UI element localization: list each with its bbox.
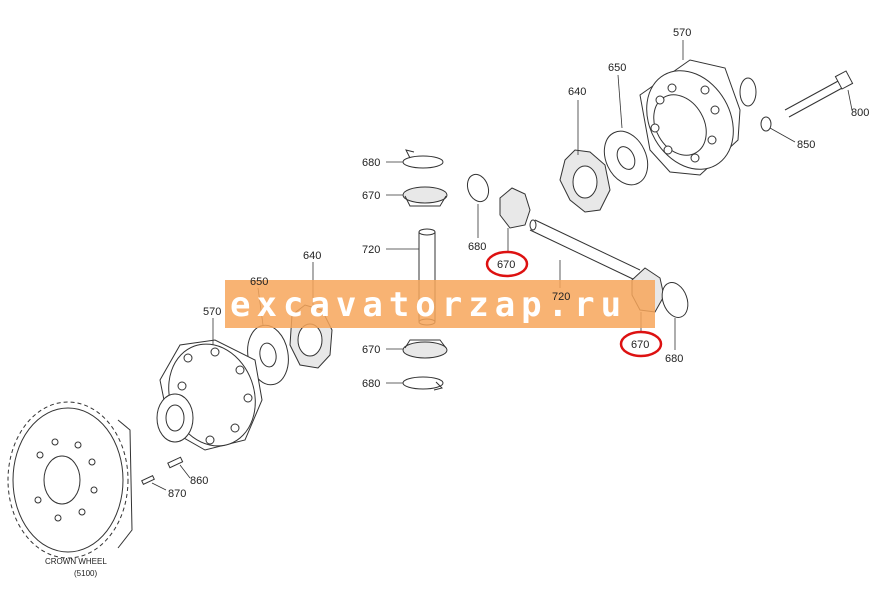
washer-680-bottom (402, 376, 444, 391)
washer-850 (760, 116, 772, 132)
label-870: 870 (168, 488, 186, 500)
label-650-upper: 650 (608, 62, 626, 74)
label-640-upper: 640 (568, 86, 586, 98)
housing-570-lower (156, 339, 263, 451)
pinion-670-upper (499, 187, 531, 229)
label-680-bottom: 680 (362, 378, 380, 390)
label-860: 860 (190, 475, 208, 487)
label-670-upper: 670 (497, 259, 515, 271)
label-670-right: 670 (631, 339, 649, 351)
label-680-top: 680 (362, 157, 380, 169)
thrust-washer-650-upper (603, 130, 649, 186)
highlight-670-right (619, 330, 663, 358)
label-650-lower: 650 (250, 276, 268, 288)
label-800: 800 (851, 107, 869, 119)
label-670-top: 670 (362, 190, 380, 202)
label-640-lower: 640 (303, 250, 321, 262)
pinion-670-bottom (402, 339, 448, 359)
washer-680-right (661, 282, 689, 318)
label-850: 850 (797, 139, 815, 151)
watermark-band (225, 280, 655, 328)
housing-570-upper (639, 59, 757, 176)
crown-wheel (7, 401, 133, 559)
bolt-800 (784, 70, 854, 118)
label-680-right: 680 (665, 353, 683, 365)
label-720-vertical: 720 (362, 244, 380, 256)
label-670-bottom: 670 (362, 344, 380, 356)
watermark-text: excavatorzap.ru (230, 285, 627, 325)
washer-680-top (402, 149, 444, 169)
label-720-diagonal: 720 (552, 291, 570, 303)
crown-wheel-caption: CROWN WHEEL (45, 557, 107, 566)
label-570-lower: 570 (203, 306, 221, 318)
crown-wheel-ref: (5100) (74, 569, 97, 578)
washer-680-upper (466, 173, 490, 203)
shaft-720-diagonal (529, 219, 641, 281)
pin-860 (167, 456, 184, 469)
pin-870 (141, 474, 155, 486)
label-680-upper: 680 (468, 241, 486, 253)
thrust-washer-650-lower (247, 324, 289, 386)
highlight-670-upper (485, 250, 529, 278)
pinion-670-top (402, 186, 448, 207)
label-570-upper: 570 (673, 27, 691, 39)
side-gear-640-upper (559, 149, 611, 213)
